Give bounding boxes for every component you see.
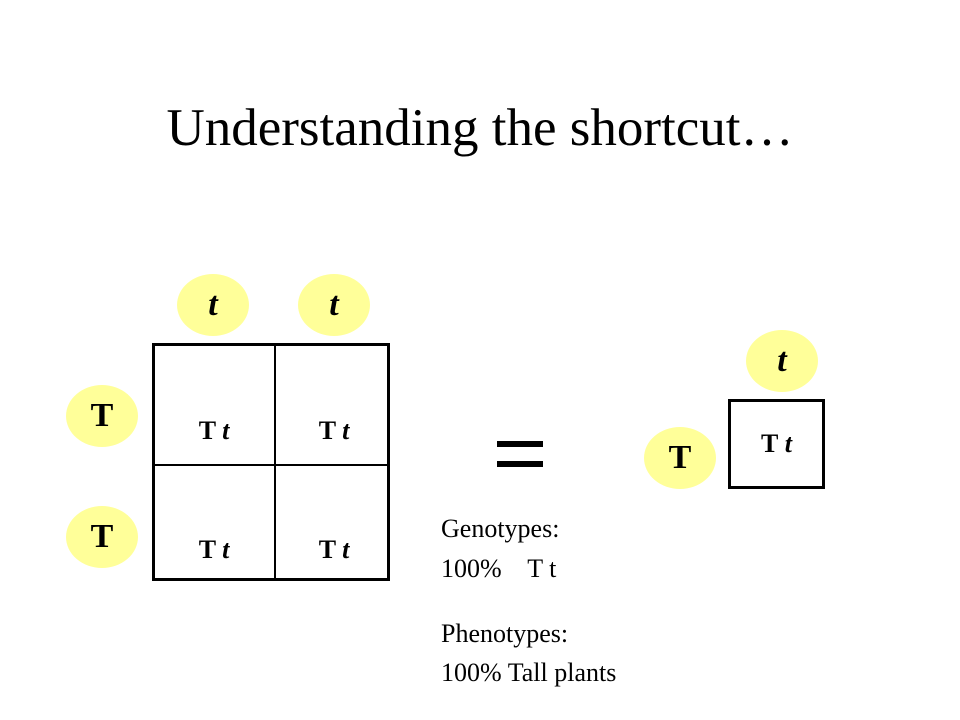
cell-recessive-allele: t (222, 416, 230, 445)
cell-recessive-allele: t (222, 535, 230, 564)
cell-dominant-allele: T (198, 416, 216, 445)
equals-bar-top (497, 441, 543, 447)
genotypes-label: Genotypes: (441, 514, 560, 543)
equals-sign (497, 441, 547, 471)
genotypes-value: 100% T t (441, 554, 557, 583)
grid-vertical-divider (274, 346, 276, 578)
equals-bar-bottom (497, 461, 543, 467)
slide-title: Understanding the shortcut… (166, 99, 794, 157)
shortcut-left-allele: T (644, 427, 716, 489)
grid-horizontal-divider (155, 464, 387, 466)
punnett-cell-4: T t (275, 535, 393, 565)
cell-recessive-allele: t (342, 416, 350, 445)
top-allele-1: t (177, 274, 249, 336)
left-allele-1: T (66, 385, 138, 447)
punnett-cell-3: T t (155, 535, 273, 565)
cell-dominant-allele: T (318, 416, 336, 445)
phenotypes-value: 100% Tall plants (441, 658, 617, 687)
cell-dominant-allele: T (760, 429, 779, 458)
top-allele-2: t (298, 274, 370, 336)
cell-dominant-allele: T (198, 535, 216, 564)
left-allele-2: T (66, 506, 138, 568)
cell-dominant-allele: T (318, 535, 336, 564)
punnett-square: T t T t T t T t (152, 343, 390, 581)
cell-recessive-allele: t (342, 535, 350, 564)
cell-recessive-allele: t (784, 429, 793, 458)
punnett-cell-1: T t (155, 416, 273, 446)
punnett-cell-2: T t (275, 416, 393, 446)
shortcut-top-allele: t (746, 330, 818, 392)
shortcut-cell: T t (728, 399, 825, 489)
phenotypes-label: Phenotypes: (441, 619, 569, 648)
